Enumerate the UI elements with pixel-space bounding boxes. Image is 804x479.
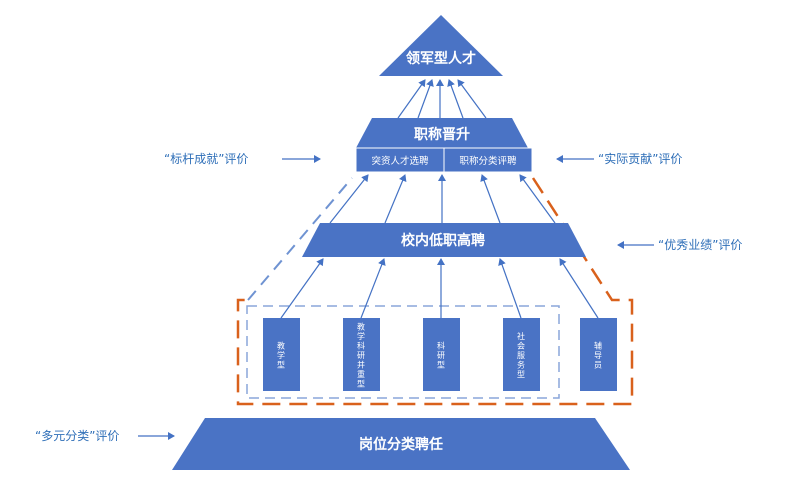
category-box-service bbox=[503, 318, 540, 391]
category-label-counselor: 辅导员 bbox=[594, 341, 602, 370]
arrow-promotion-to-top-4 bbox=[447, 79, 464, 119]
promotion-sub-right bbox=[443, 147, 533, 173]
side-label-shiji: “实际贡献”评价 bbox=[598, 151, 682, 166]
arrow-counselor-to-internal bbox=[559, 258, 599, 319]
base-trapezoid bbox=[172, 418, 630, 470]
side-label-youxiu: “优秀业绩”评价 bbox=[658, 238, 742, 252]
promotion-sub-left-label: 突资人才选聘 bbox=[371, 155, 429, 167]
side-label-biaogan: “标杆成就”评价 bbox=[164, 152, 248, 166]
arrow-promotion-to-top-2 bbox=[417, 79, 434, 119]
arrow-internal-to-promotion-2 bbox=[384, 174, 407, 224]
orange-dashed-outline bbox=[236, 177, 634, 406]
arrow-promotion-to-top-5 bbox=[457, 79, 487, 119]
category-label-service: 社会服务型 bbox=[517, 331, 525, 379]
category-label-teaching: 教学型 bbox=[277, 341, 285, 370]
category-box-teaching bbox=[263, 318, 300, 391]
promotion-title: 职称晋升 bbox=[414, 126, 470, 143]
category-label-research: 科研型 bbox=[437, 341, 445, 370]
category-dashed-box bbox=[246, 305, 560, 399]
blue-dashed-taper bbox=[247, 177, 353, 301]
arrow-internal-to-promotion-1 bbox=[329, 174, 369, 224]
arrow-internal-to-promotion-5 bbox=[519, 174, 556, 224]
internal-promotion-label: 校内低职高聘 bbox=[401, 232, 485, 249]
category-box-research bbox=[423, 318, 460, 391]
arrow-promotion-to-top-1 bbox=[397, 79, 426, 119]
category-box-counselor bbox=[580, 318, 617, 391]
promotion-trapezoid bbox=[356, 118, 528, 148]
internal-promotion-trapezoid bbox=[302, 223, 586, 257]
top-label: 领军型人才 bbox=[406, 50, 476, 67]
promotion-sub-left bbox=[355, 147, 445, 173]
category-box-teaching-research bbox=[343, 318, 380, 391]
category-label-teaching-research: 教学科研并重型 bbox=[357, 322, 365, 389]
top-triangle bbox=[379, 15, 503, 76]
promotion-sub-right-label: 职称分类评聘 bbox=[459, 155, 517, 167]
arrow-teaching-to-internal bbox=[280, 258, 324, 319]
side-label-duoyuan: “多元分类”评价 bbox=[35, 429, 119, 443]
arrow-service-to-internal bbox=[498, 258, 522, 319]
arrow-teaching-research-to-internal bbox=[360, 258, 386, 319]
arrow-internal-to-promotion-4 bbox=[480, 174, 501, 224]
base-label: 岗位分类聘任 bbox=[359, 436, 443, 453]
